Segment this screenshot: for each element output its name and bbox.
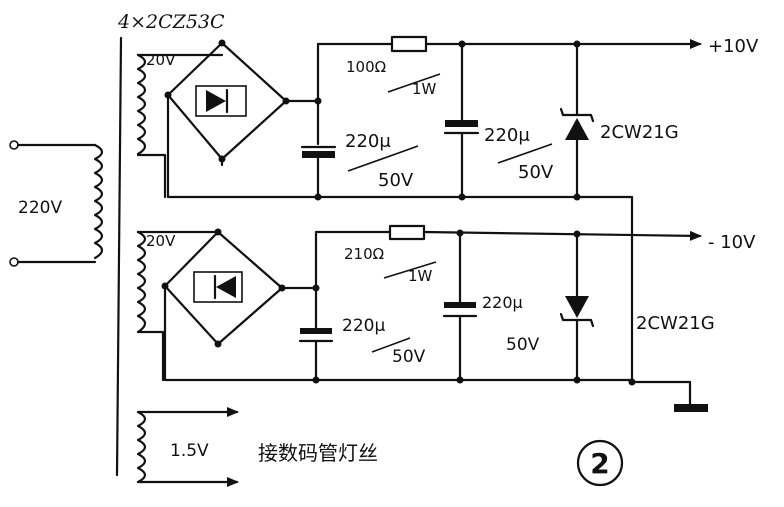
output-negative-label: - 10V (708, 232, 756, 253)
c3-value-label: 220μ (342, 316, 385, 336)
zener-2-label: 2CW21G (636, 313, 715, 334)
bridge-diode-symbol-2 (216, 276, 236, 298)
c2-value-label: 220μ (484, 125, 530, 146)
filament-voltage-label: 1.5V (170, 441, 209, 461)
output-positive-label: +10V (708, 36, 759, 57)
capacitor-c4 (442, 231, 478, 384)
c4-voltage-label: 50V (506, 335, 540, 355)
secondary-winding-1: 20V (136, 51, 224, 199)
zener-diode-2 (559, 232, 595, 384)
figure-number-label: 2 (590, 447, 609, 480)
capacitor-c2 (443, 42, 480, 201)
bridge-diode-symbol-1 (206, 90, 226, 112)
c3-voltage-label: 50V (392, 347, 426, 367)
zener-diode-1 (559, 42, 595, 201)
bridge-rectifier-1 (164, 39, 290, 163)
filament-winding: 1.5V 接数码管灯丝 (136, 407, 378, 487)
r1-value-label: 100Ω (346, 58, 386, 76)
zener-1-label: 2CW21G (600, 122, 679, 143)
bridge-diode-box-1 (195, 85, 247, 117)
c1-voltage-label: 50V (378, 170, 414, 191)
bridge-rectifier-2 (161, 228, 286, 348)
r2-power-label: 1W (408, 267, 433, 285)
secondary-winding-2: 20V (136, 230, 220, 382)
bridge-diode-box-2 (193, 271, 243, 303)
primary-terminal-top (9, 140, 19, 150)
filament-note-label: 接数码管灯丝 (258, 441, 378, 465)
capacitor-c3 (298, 286, 334, 384)
r1-power-label: 1W (412, 80, 437, 98)
r2-value-label: 210Ω (344, 245, 384, 263)
transformer-core (115, 36, 123, 477)
secondary-2-voltage-label: 20V (146, 232, 176, 250)
resistor-r2 (388, 224, 702, 241)
resistor-r1 (390, 35, 702, 53)
c2-voltage-label: 50V (518, 162, 554, 183)
primary-voltage-label: 220V (18, 198, 62, 218)
c1-value-label: 220μ (345, 131, 391, 152)
figure-number-badge: 2 (576, 439, 624, 487)
ground-symbol (628, 378, 708, 412)
capacitor-c1 (300, 99, 337, 201)
c4-value-label: 220μ (482, 293, 523, 312)
secondary-1-voltage-label: 20V (146, 51, 176, 69)
bridge-part-label: 4×2CZ53C (117, 11, 225, 33)
primary-winding: 220V (9, 140, 104, 267)
primary-terminal-bottom (9, 257, 19, 267)
